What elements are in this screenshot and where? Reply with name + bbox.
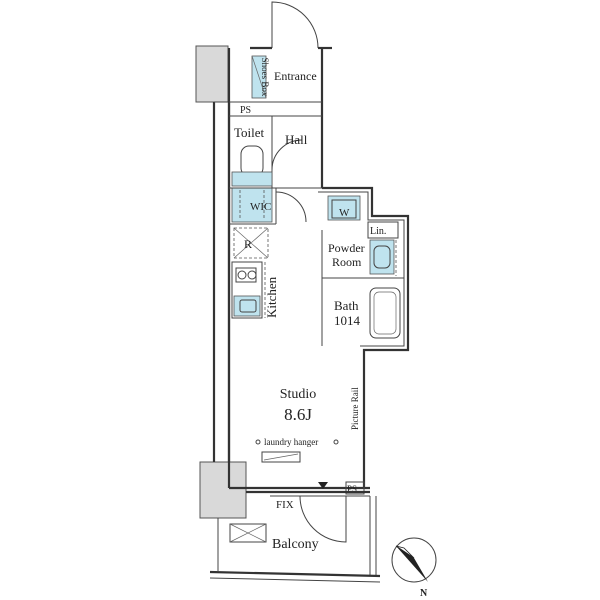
bathroom: Bath 1014 [334, 287, 401, 339]
linen-closet: Lin. [367, 221, 399, 239]
ps-top-label: PS [240, 105, 251, 116]
lin-label: Lin. [370, 226, 386, 237]
structural-column-bottom [199, 461, 247, 519]
entrance-marker [318, 482, 328, 489]
kitchen-label: Kitchen [264, 276, 279, 318]
shoes-box: Shoes Box [251, 55, 270, 99]
window-wall: FIX [246, 490, 370, 543]
compass-n-label: N [420, 588, 428, 599]
hall-label: Hall [285, 132, 308, 147]
powder-label-2: Room [332, 255, 362, 269]
ps-top: PS [229, 101, 322, 117]
laundry-hanger-label: laundry hanger [264, 437, 318, 447]
studio-label: Studio [280, 387, 317, 402]
bath-label-1: Bath [334, 298, 359, 313]
kitchen-counter: Kitchen [231, 261, 279, 319]
structural-column-top [195, 45, 229, 103]
r-label: R [244, 237, 252, 251]
balcony-label: Balcony [272, 537, 319, 552]
studio-room: Studio 8.6J Picture Rail laundry hanger [255, 387, 360, 463]
refrigerator-space: R [233, 227, 269, 259]
fix-label: FIX [276, 499, 294, 511]
bath-label-2: 1014 [334, 313, 361, 328]
compass-icon: N [391, 537, 437, 599]
balcony: Balcony [209, 496, 381, 583]
studio-size-label: 8.6J [284, 405, 312, 424]
walk-in-closet: WIC [229, 187, 322, 225]
toilet-label: Toilet [234, 125, 265, 140]
ps-bottom: PS [345, 481, 365, 495]
entrance-label: Entrance [274, 69, 317, 83]
washing-machine-area: W [327, 195, 361, 221]
toilet-door [271, 139, 303, 171]
w-label: W [339, 207, 350, 219]
ps-bottom-label: PS [347, 484, 357, 494]
picture-rail-label: Picture Rail [350, 387, 360, 430]
entrance-door [250, 1, 332, 50]
powder-room: Powder Room [321, 230, 404, 346]
left-exterior-wall [212, 101, 231, 462]
powder-label-1: Powder [328, 241, 365, 255]
toilet-room: Toilet [231, 116, 273, 188]
shoes-box-label: Shoes Box [260, 58, 270, 97]
wic-label: WIC [250, 201, 271, 213]
